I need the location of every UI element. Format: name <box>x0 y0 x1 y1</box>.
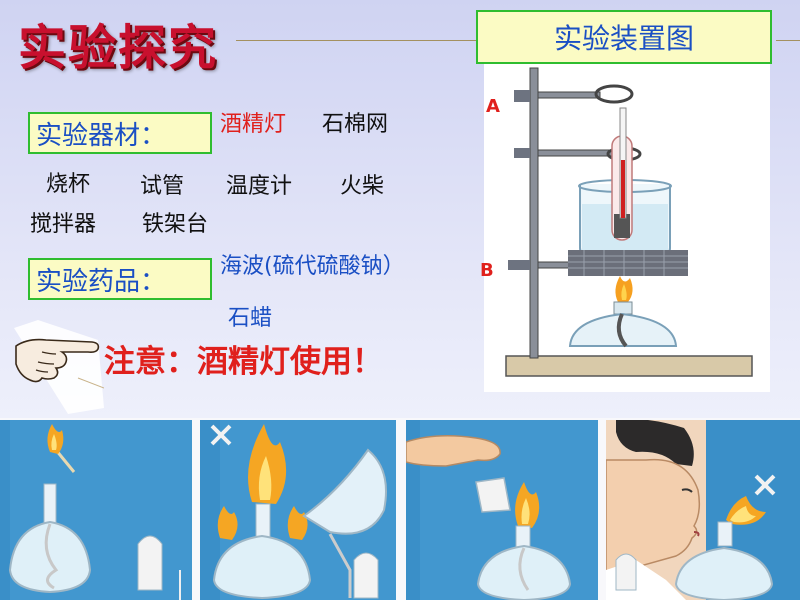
material-test-tube: 试管 <box>140 174 185 199</box>
material-iron-stand: 铁架台 <box>142 212 209 237</box>
slide-title: 实验探究 <box>18 20 219 76</box>
material-beaker: 烧杯 <box>46 172 91 197</box>
wrong-blowing-out-illustration <box>606 420 800 600</box>
reagent-hypo: 海波(硫代硫酸钠） <box>220 254 405 279</box>
wrong-lighting-illustration <box>200 420 396 600</box>
material-stirrer: 搅拌器 <box>30 212 97 237</box>
material-thermometer: 温度计 <box>226 174 293 199</box>
reagent-paraffin: 石蜡 <box>228 306 273 331</box>
apparatus-label-a: A <box>486 96 500 117</box>
notice-text: 注意：酒精灯使用！ <box>104 344 383 380</box>
lamp-capping-illustration <box>406 420 598 600</box>
header-divider-right <box>776 40 800 41</box>
apparatus-label-b: B <box>480 260 494 281</box>
pointing-hand-icon <box>14 320 104 414</box>
reagents-label: 实验药品： <box>28 258 212 300</box>
material-alcohol-lamp: 酒精灯 <box>220 112 287 137</box>
material-asbestos-mesh: 石棉网 <box>322 112 389 137</box>
materials-label: 实验器材： <box>28 112 212 154</box>
material-matches: 火柴 <box>340 174 385 199</box>
header-divider <box>236 40 480 41</box>
diagram-caption: 实验装置图 <box>476 10 772 64</box>
lamp-lighting-illustration <box>0 420 192 600</box>
experiment-apparatus-diagram <box>484 64 770 392</box>
